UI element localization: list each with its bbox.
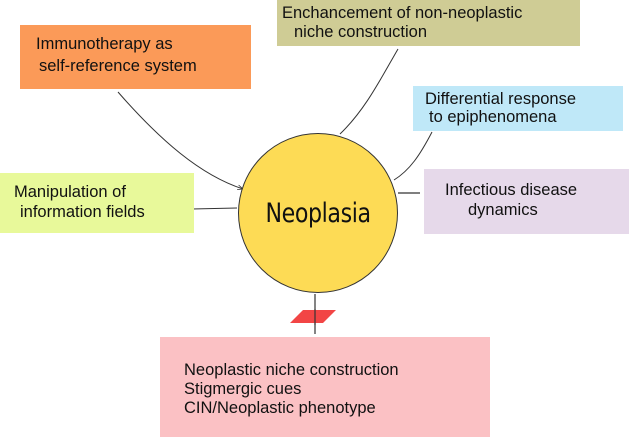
center-node-label: Neoplasia	[265, 197, 371, 229]
connector-enhancement	[339, 48, 399, 135]
node-enhancement-line-2: niche construction	[294, 23, 427, 41]
node-neoplastic-line-1: Neoplastic niche construction	[184, 361, 399, 379]
node-differential-line-1: Differential response	[425, 90, 577, 108]
node-infectious-line-2: dynamics	[468, 201, 538, 219]
node-manipulation-line-2: information fields	[20, 203, 145, 221]
node-neoplastic-line-3: CIN/Neoplastic phenotype	[184, 399, 376, 417]
node-manipulation-line-1: Manipulation of	[14, 183, 126, 201]
node-enhancement: Enchancement of non-neoplastic niche con…	[277, 0, 580, 46]
node-differential-line-2: to epiphenomena	[429, 108, 557, 126]
node-manipulation: Manipulation of information fields	[0, 173, 194, 233]
node-neoplastic-line-2: Stigmergic cues	[184, 380, 302, 398]
connector-immunotherapy	[117, 91, 243, 189]
node-infectious: Infectious disease dynamics	[424, 169, 629, 234]
node-immunotherapy-line-1: Immunotherapy as	[36, 35, 173, 53]
connector-manipulation	[191, 207, 238, 210]
node-enhancement-line-1: Enchancement of non-neoplastic	[282, 4, 523, 22]
node-differential: Differential response to epiphenomena	[413, 86, 623, 131]
node-immunotherapy-line-2: self-reference system	[39, 57, 197, 75]
node-immunotherapy: Immunotherapy as self-reference system	[20, 25, 251, 89]
node-neoplastic: Neoplastic niche construction Stigmergic…	[160, 337, 490, 437]
node-infectious-line-1: Infectious disease	[445, 181, 578, 199]
red-parallelogram-marker	[290, 309, 336, 325]
center-node-neoplasia: Neoplasia	[238, 133, 398, 293]
connector-differential	[393, 131, 433, 181]
